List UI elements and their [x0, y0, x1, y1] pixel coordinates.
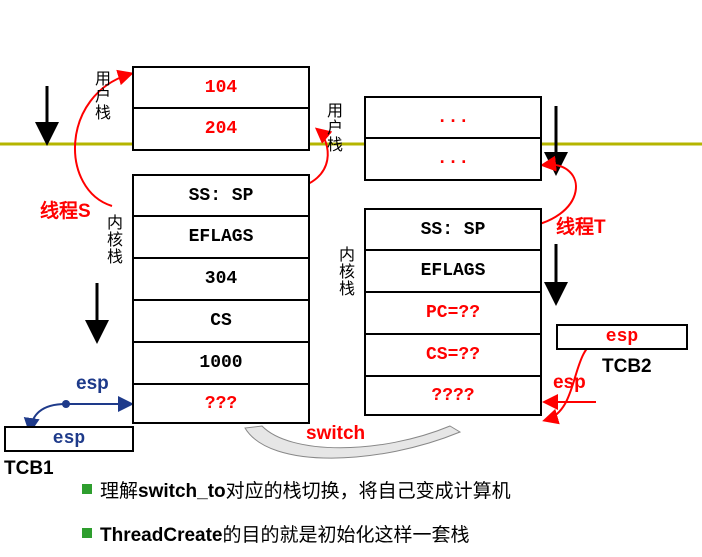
right-kernel-cell-1: EFLAGS: [364, 250, 542, 293]
tcb1-box: esp: [4, 426, 134, 452]
left-kernel-cell-1: EFLAGS: [132, 216, 310, 259]
left-user-cell-1: 204: [132, 108, 310, 151]
left-kernel-cell-4: 1000: [132, 342, 310, 385]
switch-swoosh: [244, 425, 462, 459]
thread-t-label: 线程T: [556, 217, 606, 238]
left-kernel-cell-2: 304: [132, 258, 310, 301]
left-kernel-cell-0: SS: SP: [132, 174, 310, 217]
right-esp-label: esp: [553, 372, 586, 393]
right-kernel-cell-2: PC=??: [364, 292, 542, 335]
left-esp-dot: [62, 400, 70, 408]
right-user-cell-1: ...: [364, 138, 542, 181]
left-kernel-cell-3: CS: [132, 300, 310, 343]
right-kernel-stack-label: 内核栈: [338, 245, 355, 298]
bullet-marker-1: [82, 528, 92, 538]
left-user-stack-label: 用户栈: [94, 69, 111, 122]
right-kernel-cell-0: SS: SP: [364, 208, 542, 251]
right-kernel-cell-4: ????: [364, 376, 542, 416]
tcb2-label: TCB2: [602, 356, 652, 377]
right-user-cell-0: ...: [364, 96, 542, 139]
right-user-stack-label: 用户栈: [326, 101, 343, 154]
tcb1-label: TCB1: [4, 458, 54, 479]
tcb2-box: esp: [556, 324, 688, 350]
bullet-marker-0: [82, 484, 92, 494]
left-user-cell-0: 104: [132, 66, 310, 109]
thread-s-curve: [74, 69, 134, 207]
bullet-text-0: 理解switch_to对应的栈切换，将自己变成计算机: [100, 480, 511, 502]
right-kernel-cell-3: CS=??: [364, 334, 542, 377]
left-esp-label: esp: [76, 373, 109, 394]
switch-label: switch: [306, 423, 366, 444]
left-kernel-cell-5: ???: [132, 384, 310, 424]
left-kernel-stack-label: 内核栈: [106, 213, 123, 266]
bullet-text-1: ThreadCreate的目的就是初始化这样一套栈: [100, 524, 470, 546]
thread-s-label: 线程S: [40, 201, 91, 222]
